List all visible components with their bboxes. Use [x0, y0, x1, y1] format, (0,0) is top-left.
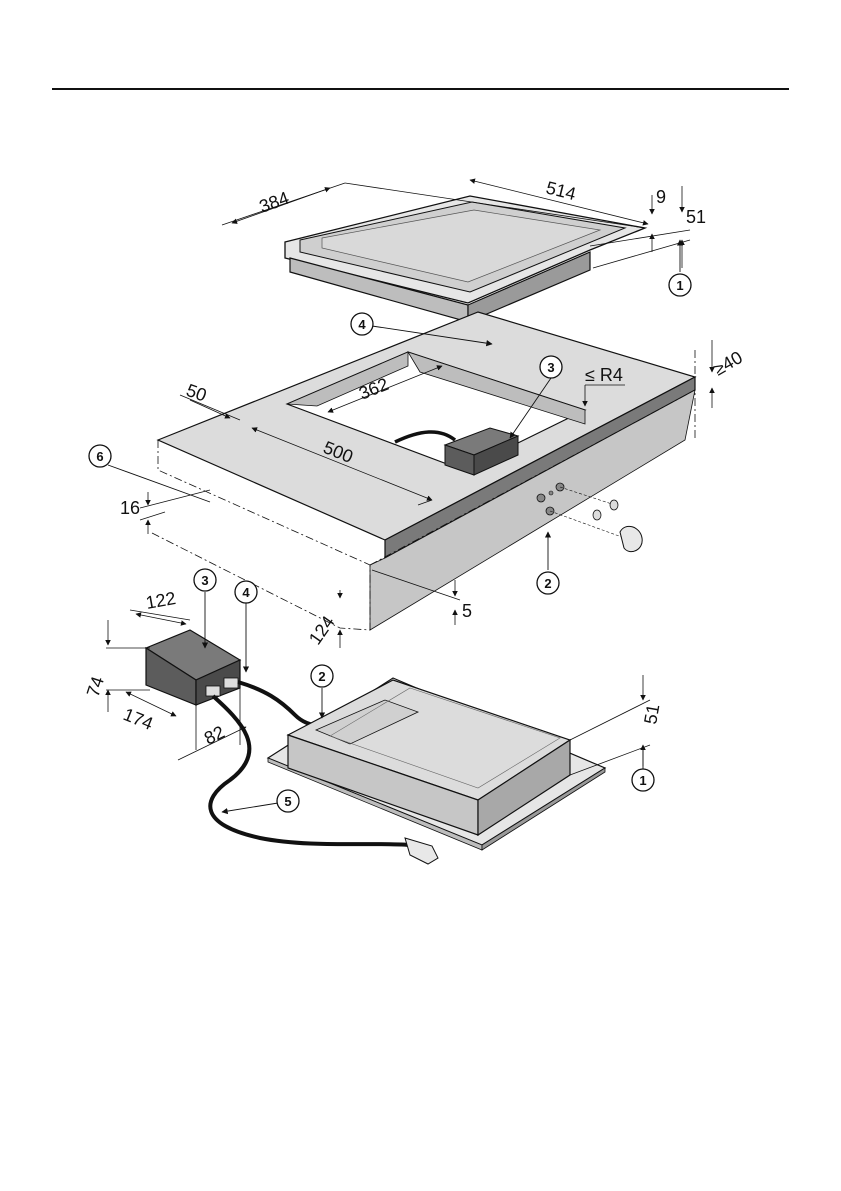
- dim-cutout-radius: ≤ R4: [585, 365, 623, 385]
- knob-hole-4: [549, 491, 553, 495]
- callout-2-mid: 2: [544, 576, 551, 591]
- dim-hob-depth: 514: [544, 177, 578, 204]
- dim-hob-height: 51: [686, 207, 706, 227]
- callout-6: 6: [96, 449, 103, 464]
- dim-panel-height: 51: [640, 702, 663, 725]
- dim-hob-width: 384: [257, 188, 292, 217]
- callout-3-bottom: 3: [201, 573, 208, 588]
- connector-1: [206, 686, 220, 696]
- dim-worktop-thickness: ≥40: [710, 347, 746, 379]
- worktop: [150, 312, 695, 630]
- dim-hob-rim: 9: [656, 187, 666, 207]
- panel-unit: [268, 678, 605, 850]
- dim-box-length: 174: [121, 704, 156, 734]
- callout-5: 5: [284, 794, 291, 809]
- callout-4-bottom: 4: [242, 585, 250, 600]
- control-knob: [620, 526, 642, 551]
- dim-reveal-depth: 16: [120, 498, 140, 518]
- dim-box-height: 74: [83, 674, 108, 699]
- callout-3-top: 3: [547, 360, 554, 375]
- dim-box-depth: 122: [144, 588, 177, 613]
- callout-1-top: 1: [676, 278, 683, 293]
- knob-ring-2: [593, 510, 601, 520]
- callout-2-bottom: 2: [318, 669, 325, 684]
- connector-2: [224, 678, 238, 688]
- knob-hole-1: [537, 494, 545, 502]
- dim-front-margin: 50: [184, 380, 210, 406]
- callout-1-bottom: 1: [639, 773, 646, 788]
- box-cable-to-panel: [238, 682, 325, 728]
- dim-control-cutout-height: 124: [305, 612, 339, 648]
- dim-control-gap: 5: [462, 601, 472, 621]
- mains-plug: [405, 838, 438, 864]
- dim-box-clearance: 82: [201, 722, 228, 749]
- knob-ring-1: [610, 500, 618, 510]
- callout-4-top: 4: [358, 317, 366, 332]
